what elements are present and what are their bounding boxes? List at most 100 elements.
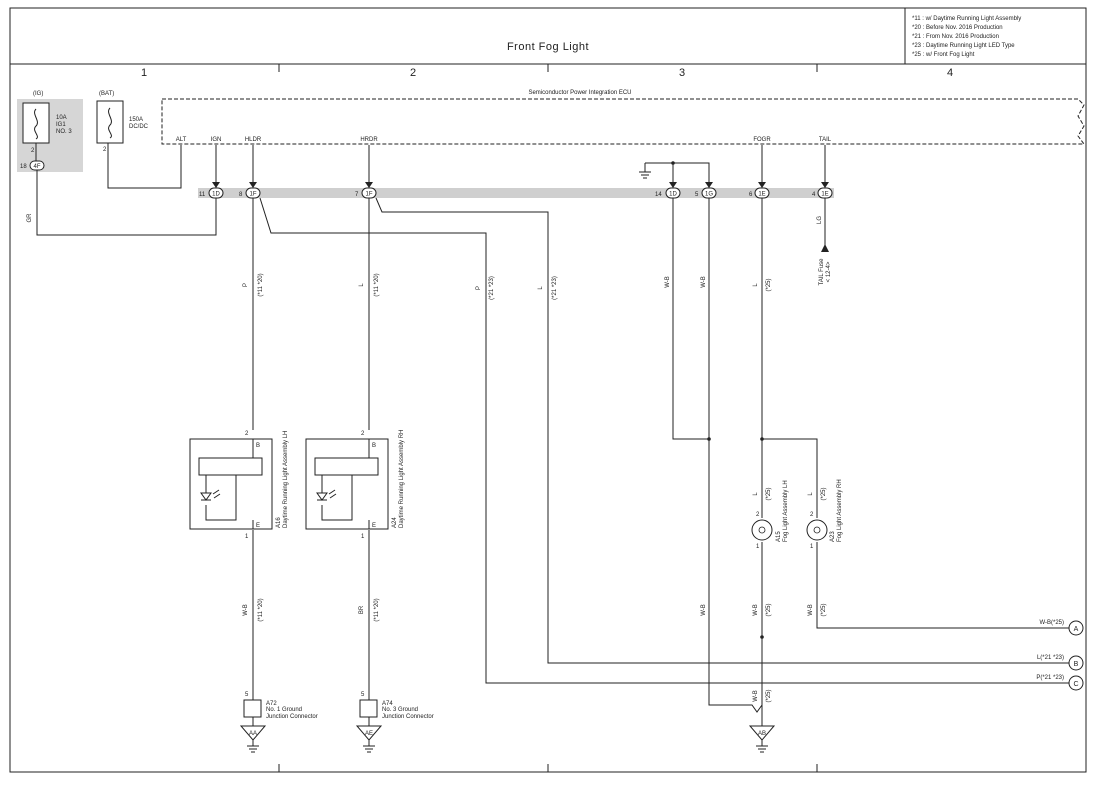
svg-text:1D: 1D <box>669 192 677 198</box>
ecu-pin-hldr: HLDR <box>245 137 262 143</box>
svg-text:2: 2 <box>245 431 249 437</box>
ecu-pin-fogr: FOGR <box>753 137 771 143</box>
svg-text:C: C <box>1073 681 1078 688</box>
svg-text:A72: A72 <box>266 701 277 707</box>
ground-icon <box>239 725 267 741</box>
svg-text:A24: A24 <box>392 517 398 528</box>
legend-item: *23 : Daytime Running Light LED Type <box>912 43 1015 49</box>
svg-text:E: E <box>372 523 376 529</box>
svg-text:1E: 1E <box>758 192 765 198</box>
ref-circle-a <box>1068 620 1084 636</box>
svg-text:18: 18 <box>20 164 27 170</box>
svg-text:W-B(*25): W-B(*25) <box>1039 620 1064 626</box>
svg-text:AB: AB <box>758 731 766 737</box>
svg-text:11: 11 <box>199 192 206 198</box>
svg-text:Daytime Running Light Assembly: Daytime Running Light Assembly LH <box>283 431 289 528</box>
fuse-icon <box>34 108 38 140</box>
svg-text:W-B: W-B <box>243 604 249 616</box>
svg-text:L: L <box>808 492 814 496</box>
svg-text:L(*21 *23): L(*21 *23) <box>1037 655 1064 661</box>
svg-text:A: A <box>1074 626 1079 633</box>
svg-text:L: L <box>753 283 759 287</box>
wires <box>36 170 1069 726</box>
legend-item: *20 : Before Nov. 2016 Production <box>912 25 1003 31</box>
svg-text:(*11 *20): (*11 *20) <box>258 598 264 621</box>
svg-text:(*11 *20): (*11 *20) <box>258 273 264 296</box>
column-number: 4 <box>947 67 953 79</box>
ref-circle-c <box>1068 675 1084 691</box>
svg-text:5: 5 <box>361 692 365 698</box>
svg-text:A16: A16 <box>276 517 282 528</box>
column-number: 3 <box>679 67 685 79</box>
svg-text:10A: 10A <box>56 115 67 121</box>
svg-text:P: P <box>243 283 249 287</box>
ground-icon <box>355 725 383 741</box>
svg-text:W-B: W-B <box>701 276 707 288</box>
svg-text:4F: 4F <box>33 164 40 170</box>
svg-text:Daytime Running Light Assembly: Daytime Running Light Assembly RH <box>399 430 405 528</box>
legend: *11 : w/ Daytime Running Light Assembly … <box>912 16 1021 58</box>
svg-text:W-B: W-B <box>665 276 671 288</box>
junction-connector-a74: 5 A74 No. 3 Ground Junction Connector AE <box>355 692 434 753</box>
svg-text:DC/DC: DC/DC <box>129 124 149 130</box>
svg-text:L: L <box>359 283 365 287</box>
svg-text:1: 1 <box>361 534 365 540</box>
svg-text:LG: LG <box>817 216 823 224</box>
fog-light-lh: 2 1 A15 Fog Light Assembly LH <box>751 480 789 550</box>
legend-item: *25 : w/ Front Fog Light <box>912 52 975 58</box>
svg-text:1: 1 <box>756 544 760 550</box>
svg-text:IG1: IG1 <box>56 122 66 128</box>
svg-text:L: L <box>753 492 759 496</box>
svg-text:No. 1 Ground: No. 1 Ground <box>266 707 302 713</box>
fuse-icon <box>108 107 112 139</box>
column-number: 1 <box>141 67 147 79</box>
wire-labels: GR P (*11 *20) L (*11 *20) P (*21 *23) L… <box>27 213 832 703</box>
svg-text:1E: 1E <box>821 192 828 198</box>
svg-text:W-B: W-B <box>701 604 707 616</box>
svg-text:150A: 150A <box>129 117 143 123</box>
svg-text:P: P <box>476 286 482 290</box>
svg-text:5: 5 <box>695 192 699 198</box>
svg-text:B: B <box>1074 661 1079 668</box>
svg-text:AE: AE <box>365 731 373 737</box>
svg-text:1G: 1G <box>705 192 713 198</box>
fuse-box <box>96 100 124 144</box>
ecu-pin-ign: IGN <box>211 137 222 143</box>
drl-assembly-lh: 2 B E 1 A16 Daytime Running Light Assemb… <box>189 431 289 540</box>
svg-text:1D: 1D <box>212 192 220 198</box>
svg-text:2: 2 <box>810 512 814 518</box>
svg-text:W-B: W-B <box>808 604 814 616</box>
svg-text:W-B: W-B <box>753 690 759 702</box>
svg-text:14: 14 <box>655 192 662 198</box>
page-title: Front Fog Light <box>507 41 589 53</box>
svg-text:Junction Connector: Junction Connector <box>266 714 318 720</box>
svg-text:2: 2 <box>361 431 365 437</box>
svg-text:(*25): (*25) <box>821 487 827 500</box>
svg-text:GR: GR <box>27 213 33 223</box>
svg-text:AA: AA <box>249 731 257 737</box>
svg-text:(*21 *23): (*21 *23) <box>552 276 558 300</box>
ref-circle-b <box>1068 655 1084 671</box>
ecu-pin-hrdr: HRDR <box>360 137 378 143</box>
svg-text:E: E <box>256 523 260 529</box>
column-number: 2 <box>410 67 416 79</box>
svg-text:(*11 *20): (*11 *20) <box>374 598 380 621</box>
svg-text:L: L <box>538 286 544 290</box>
legend-item: *11 : w/ Daytime Running Light Assembly <box>912 16 1021 22</box>
svg-text:A74: A74 <box>382 701 393 707</box>
ground-ab: AB <box>748 725 776 753</box>
svg-text:W-B: W-B <box>753 604 759 616</box>
svg-text:(*25): (*25) <box>766 487 772 500</box>
svg-text:TAIL Fuse: TAIL Fuse <box>819 258 825 286</box>
svg-text:< 12-4>: < 12-4> <box>826 261 832 282</box>
svg-text:BR: BR <box>359 605 365 614</box>
column-ruler: 1 2 3 4 <box>141 64 953 772</box>
svg-text:Junction Connector: Junction Connector <box>382 714 434 720</box>
svg-text:2: 2 <box>31 148 35 154</box>
ecu-pin-alt: ALT <box>176 137 187 143</box>
svg-text:(*21 *23): (*21 *23) <box>489 276 495 300</box>
svg-text:8: 8 <box>239 192 243 198</box>
svg-text:Fog Light Assembly LH: Fog Light Assembly LH <box>783 480 789 542</box>
